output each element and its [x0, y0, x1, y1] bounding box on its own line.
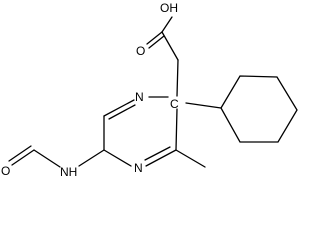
bond-c-oh — [161, 16, 173, 33]
structure-diagram: OH O N C N NH O — [1, 1, 298, 179]
bond-n1-c-inner — [108, 104, 136, 120]
bond-n2-c-inner — [144, 146, 171, 161]
ring-nitrogen-1-label: N — [135, 90, 144, 104]
bond-ring-c-cyclohexyl — [185, 102, 222, 109]
bond-ch2-ring-c — [176, 59, 179, 97]
bond-nh-cho — [33, 149, 61, 168]
bond-c-o-double-b — [148, 35, 165, 49]
ring-carbon-label: C — [170, 97, 179, 111]
bond-c-nh — [78, 149, 105, 167]
bond-methyl — [175, 149, 206, 168]
bond-c-o-double-a — [146, 31, 163, 45]
carbonyl-oxygen-label: O — [136, 44, 145, 58]
bond-n1-c — [103, 99, 135, 117]
bond-cho-o-a — [11, 149, 35, 166]
bond-c-n2 — [103, 149, 132, 167]
bond-cho-o-b — [8, 145, 32, 162]
amide-nh-label: NH — [60, 165, 77, 179]
hydroxyl-label: OH — [160, 1, 178, 15]
bond-c-ch2 — [161, 31, 179, 61]
formyl-oxygen-label: O — [1, 164, 10, 178]
bond-n2-c — [145, 149, 177, 167]
cyclohexane-ring — [220, 75, 298, 143]
bond-c-ring-c — [175, 108, 178, 151]
ring-nitrogen-2-label: N — [134, 161, 143, 175]
